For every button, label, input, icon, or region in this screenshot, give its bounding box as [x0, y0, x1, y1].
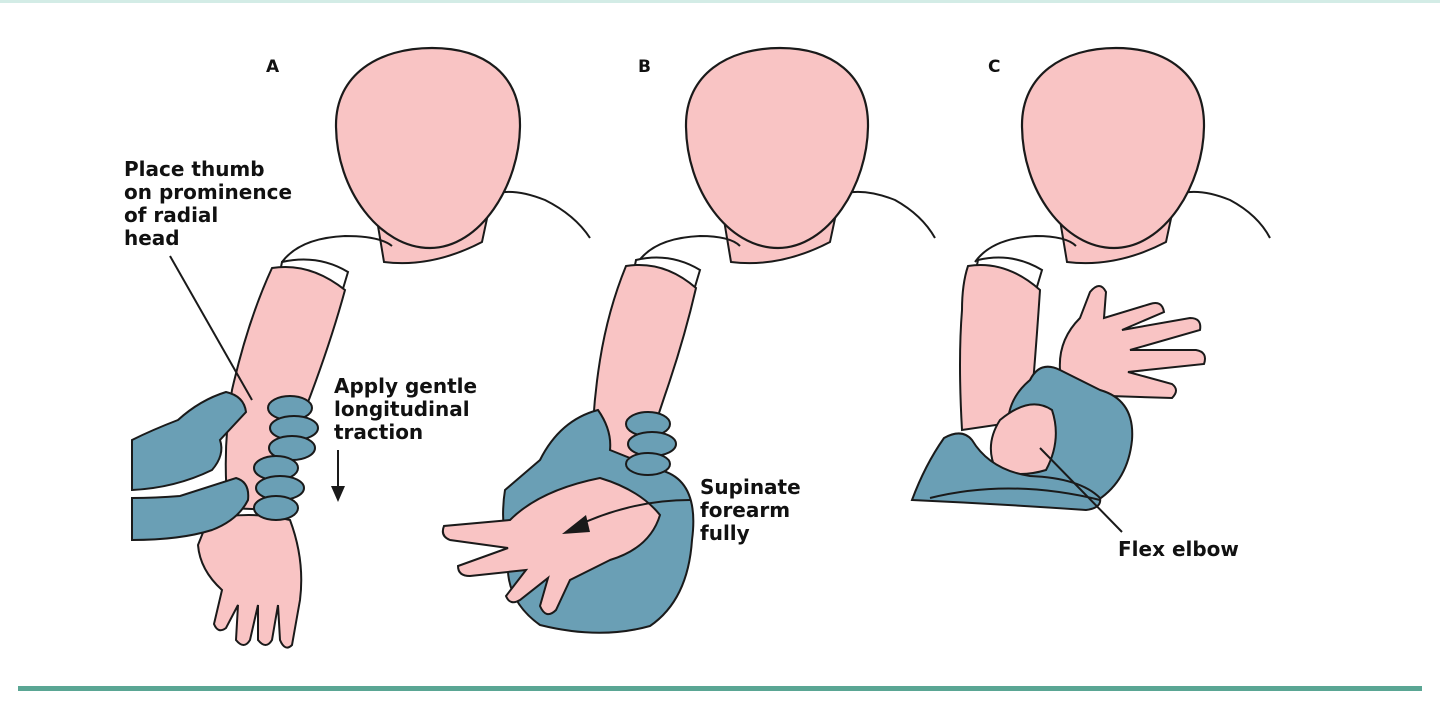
panel-b-shoulder-line-right — [835, 190, 936, 239]
panel-a-gripping-fingers — [253, 395, 319, 521]
panel-c-shoulder-line-right — [1171, 190, 1271, 239]
annotation-place-thumb: Place thumb on prominence of radial head — [124, 157, 293, 250]
panel-b-figure — [441, 46, 936, 634]
panel-a-hand — [196, 514, 303, 649]
panel-b-gripping-fingers — [625, 411, 677, 476]
panel-c-forearm — [989, 403, 1057, 475]
panel-a-shoulder-line-right — [487, 190, 591, 239]
panel-c-hand — [1058, 285, 1206, 400]
panel-b-head — [684, 46, 870, 250]
panel-a-glove-lower — [131, 476, 250, 542]
panel-a-glove-upper — [131, 390, 248, 492]
annotation-flex-elbow: Flex elbow — [1118, 537, 1239, 561]
bottom-rule — [18, 686, 1422, 691]
panel-c-head — [1020, 46, 1206, 250]
arrow-down-icon — [331, 450, 345, 502]
panel-c-shoulder-line — [974, 234, 1077, 263]
panel-c-figure — [910, 46, 1271, 533]
panel-a-figure — [131, 46, 591, 649]
panel-c-support-line — [929, 487, 1101, 501]
top-rule — [0, 0, 1440, 3]
panel-a-head — [334, 46, 522, 250]
panel-b-shoulder-line — [637, 234, 741, 263]
panel-letter-a: A — [266, 57, 280, 77]
panel-b-rotation-arrow — [562, 499, 691, 534]
annotation-traction: Apply gentle longitudinal traction — [334, 374, 478, 444]
panel-letter-b: B — [638, 57, 651, 77]
annotation-supinate: Supinate forearm fully — [700, 475, 801, 545]
panel-letter-c: C — [988, 57, 1001, 77]
panel-c-leader-line — [1039, 447, 1123, 533]
panel-a-shoulder-line — [281, 234, 393, 263]
panel-b-hand — [441, 476, 662, 616]
panel-a-leader-line — [169, 255, 253, 401]
